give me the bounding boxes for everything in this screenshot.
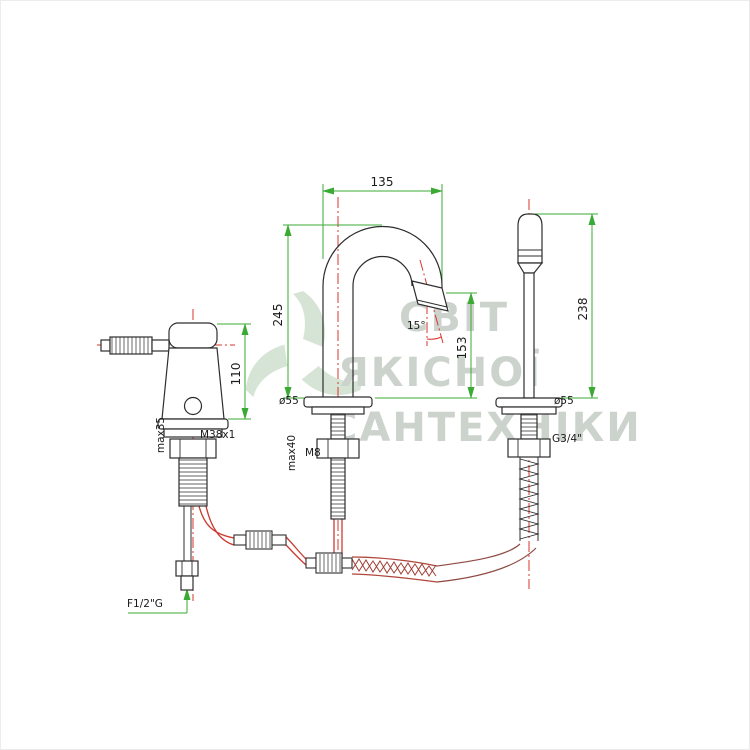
- supply-fitting-hex: [175, 560, 199, 577]
- hose-handle-to-connector-a-2: [205, 505, 235, 546]
- shower-head: [517, 213, 543, 264]
- braided-hose: [351, 543, 537, 583]
- shower-stud-hatch: [521, 414, 537, 436]
- mixer-handle-unit: [100, 322, 229, 591]
- hose-connector-a-to-b: [285, 536, 307, 560]
- shower-hose-curve-top: [436, 543, 521, 567]
- shower-mount-nut: [507, 438, 551, 458]
- shower-hose-coil: [518, 458, 540, 540]
- shower-head-bands: [518, 249, 542, 257]
- shower-flange: [495, 397, 563, 408]
- handle-thread-hatch: [179, 459, 207, 505]
- angle-arc: [426, 336, 442, 340]
- dim-label-135: 135: [371, 175, 394, 189]
- shower-handle: [523, 272, 535, 399]
- handle-cap: [168, 322, 218, 349]
- lever-neck: [151, 339, 170, 352]
- handle-threaded-tube: [178, 457, 208, 507]
- watermark-line-2: ЯКІСНОЇ: [338, 348, 542, 396]
- spout-inner-profile: [352, 255, 413, 399]
- connector-b-cap-left: [305, 557, 317, 569]
- shower-taper: [516, 262, 544, 274]
- hose-handle-to-connector-a: [198, 505, 235, 539]
- shower-hose-curve-bottom: [436, 547, 537, 583]
- hose-connector-a-to-b-2: [285, 544, 307, 566]
- dimension-labels: 135 245 153 15° ø55 110 max35 M38x1 max4…: [127, 175, 590, 610]
- watermark: СВІТ ЯКІСНОЇ САНТЕХНІКИ: [245, 291, 642, 451]
- handle-base-knob: [183, 396, 203, 416]
- spout-outer-profile: [322, 225, 443, 399]
- max35-label: max35: [155, 417, 167, 453]
- spout-base-plate: [311, 406, 365, 415]
- dim-label-245: 245: [271, 304, 285, 327]
- spout-stud-upper-hatch: [331, 414, 345, 436]
- braid-edge-top: [351, 556, 438, 567]
- dim-label-110: 110: [229, 363, 243, 386]
- shower-nut-facets: [517, 439, 541, 457]
- connector-a-knurl: [249, 532, 271, 548]
- m8-thread-label: M8: [305, 447, 321, 459]
- hand-shower-unit: [495, 213, 563, 541]
- lever-tip: [100, 339, 111, 352]
- handle-flange: [157, 418, 229, 430]
- braid-zigzag-2: [351, 558, 437, 577]
- connector-a-cap-left: [233, 534, 247, 546]
- supply-fitting-facets: [181, 561, 193, 576]
- spout-stud-lower: [330, 457, 346, 520]
- watermark-logo-icon: [245, 291, 363, 398]
- watermark-line-3: САНТЕХНІКИ: [328, 405, 642, 451]
- shower-diameter-label: ø55: [554, 395, 574, 407]
- spout-nut-facets: [327, 439, 349, 458]
- handle-nut-facets: [179, 439, 207, 458]
- spout-flange: [303, 396, 373, 408]
- handle-base-plate: [163, 428, 223, 438]
- f12-thread-label: F1/2"G: [127, 598, 163, 610]
- spout-diameter-label: ø55: [279, 395, 299, 407]
- dimension-lines: [128, 184, 598, 614]
- m38-thread-label: M38x1: [200, 429, 235, 441]
- spout-mount-nut: [316, 438, 360, 459]
- hose-connectors: [233, 530, 353, 574]
- max40-label: max40: [286, 435, 298, 471]
- angle-label-15: 15°: [407, 320, 426, 332]
- braid-zigzag-1: [351, 558, 437, 577]
- connector-b-knurl: [319, 554, 341, 572]
- dim-label-238: 238: [576, 298, 590, 321]
- handle-supply-tubes: [183, 506, 192, 561]
- braid-edge-bottom: [351, 573, 438, 583]
- spout-aerator-line: [416, 299, 448, 308]
- watermark-line-1: СВІТ: [399, 295, 509, 341]
- dim-label-153: 153: [455, 337, 469, 360]
- lever-knurl: [111, 337, 149, 354]
- connector-b-cap-right: [341, 557, 353, 569]
- supply-fitting-tip: [180, 575, 194, 591]
- connector-a-cap-right: [271, 534, 287, 546]
- g34-thread-label: G3/4": [552, 433, 582, 445]
- shower-base-plate: [501, 406, 557, 415]
- spout-nozzle: [411, 280, 449, 312]
- spout-stud-lower-hatch: [331, 459, 345, 517]
- spout-unit: [303, 225, 449, 520]
- handle-mount-nut: [169, 438, 217, 459]
